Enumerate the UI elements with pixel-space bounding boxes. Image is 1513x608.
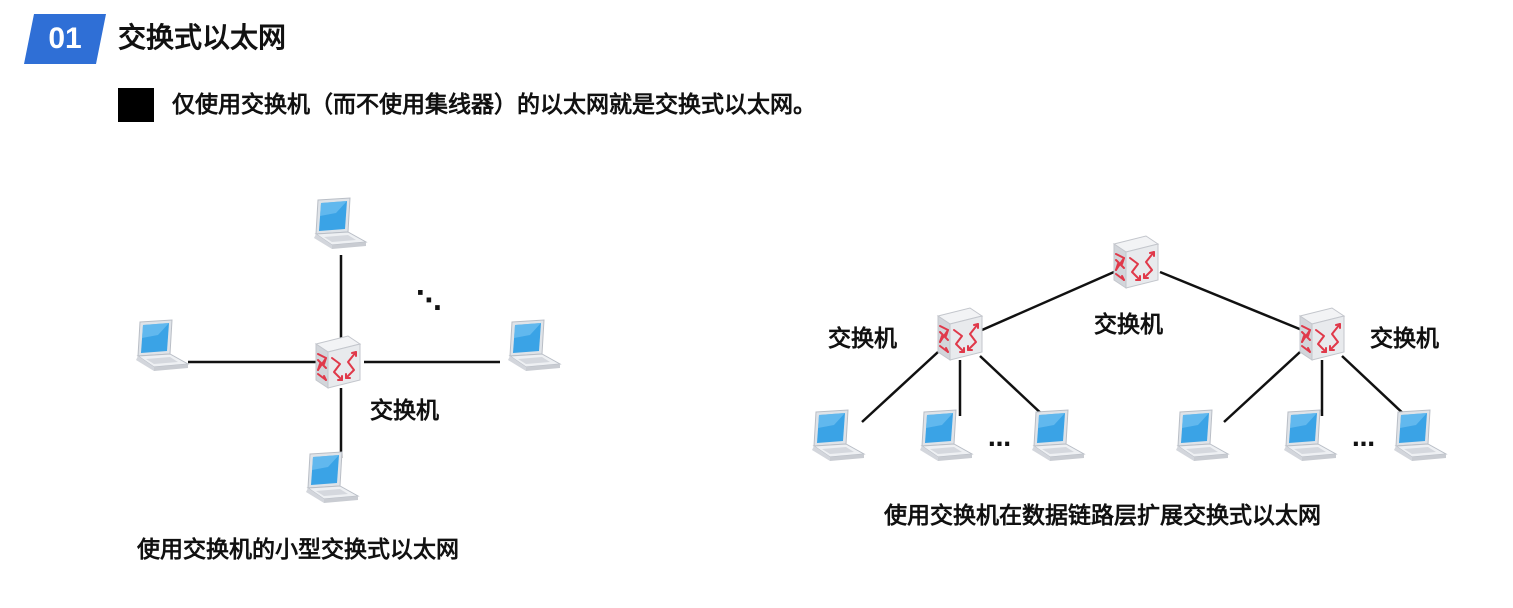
top-switch-icon — [1113, 235, 1159, 289]
laptop-icon — [305, 451, 359, 504]
laptop-icon — [1393, 409, 1447, 462]
laptop-icon — [313, 197, 367, 250]
ellipsis-right: … — [1352, 426, 1375, 452]
section-number: 01 — [48, 22, 82, 55]
badge-shape — [24, 14, 106, 64]
left-switch-label: 交换机 — [828, 326, 897, 352]
left-links — [188, 255, 500, 458]
laptop-icon — [919, 409, 973, 462]
bullet-square-icon — [118, 88, 154, 122]
laptop-icon — [507, 319, 561, 372]
left-switch-icon — [937, 307, 983, 361]
right-links — [861, 270, 1409, 423]
left-ellipsis: ⋱ — [416, 286, 442, 316]
laptop-icon — [811, 409, 865, 462]
ellipsis-left: … — [988, 426, 1011, 452]
left-switch-icon — [315, 335, 361, 389]
laptop-icon — [1031, 409, 1085, 462]
left-switch-label: 交换机 — [370, 398, 439, 424]
right-switch-icon — [1299, 307, 1345, 361]
right-switch-label: 交换机 — [1370, 326, 1439, 352]
section-number-badge: 01 — [24, 14, 106, 64]
bullet-text: 仅使用交换机（而不使用集线器）的以太网就是交换式以太网。 — [172, 92, 816, 118]
section-title: 交换式以太网 — [118, 21, 287, 54]
top-switch-label: 交换机 — [1094, 312, 1163, 338]
right-caption: 使用交换机在数据链路层扩展交换式以太网 — [884, 503, 1321, 529]
laptop-icon — [135, 319, 189, 372]
left-caption: 使用交换机的小型交换式以太网 — [137, 537, 459, 563]
laptop-icon — [1283, 409, 1337, 462]
laptop-icon — [1175, 409, 1229, 462]
